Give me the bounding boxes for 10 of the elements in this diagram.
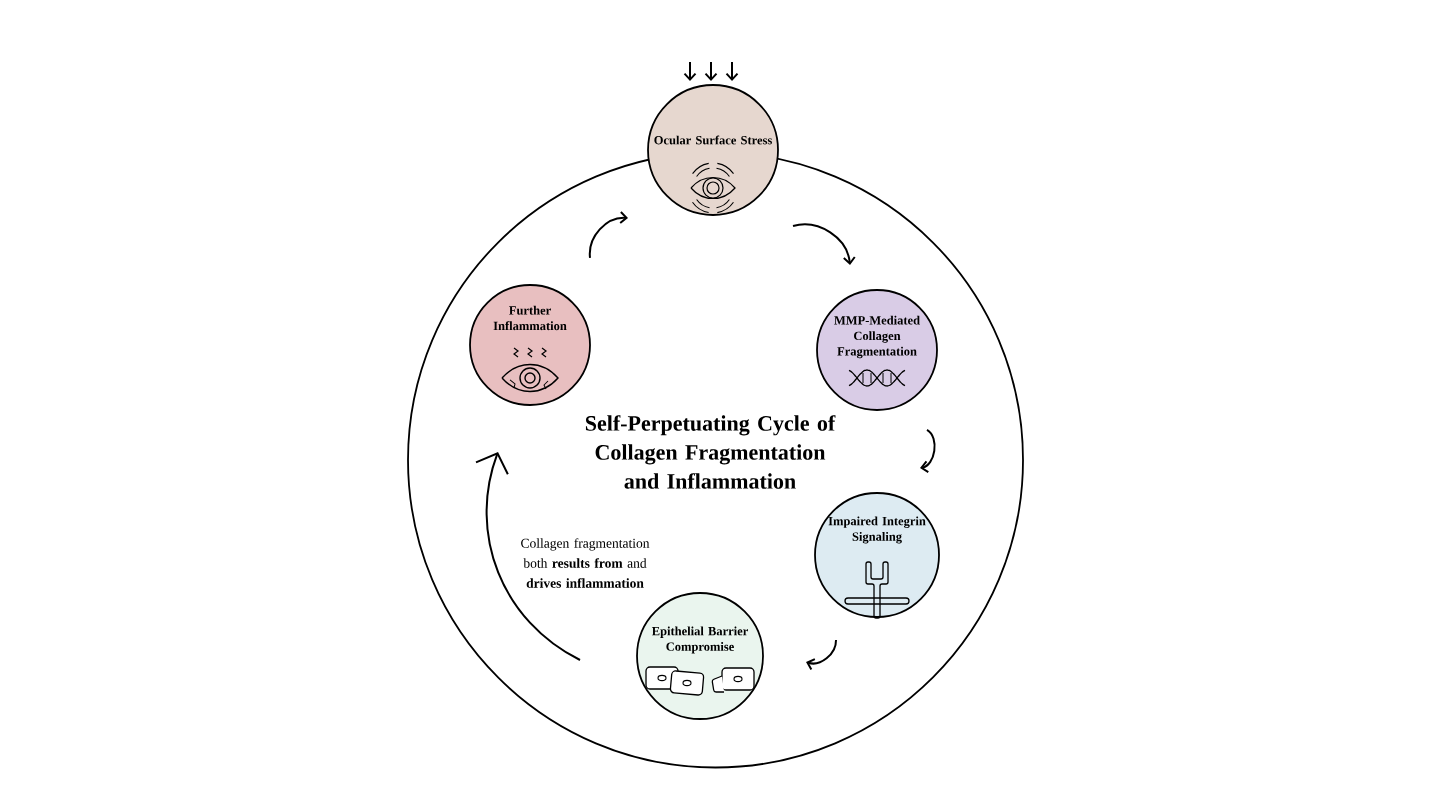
arrow <box>683 61 697 82</box>
arrow <box>792 223 856 265</box>
arrow <box>704 61 718 82</box>
arrow <box>475 452 581 661</box>
arrow <box>806 639 837 671</box>
arrow <box>725 61 739 82</box>
title: Self-Perpetuating Cycle of Collagen Fragmentation and Inflammation <box>585 415 836 489</box>
arrow <box>920 429 936 474</box>
note-text: Collagen fragmentation both results from and drives inflammation <box>521 538 650 588</box>
arrow <box>588 211 628 259</box>
